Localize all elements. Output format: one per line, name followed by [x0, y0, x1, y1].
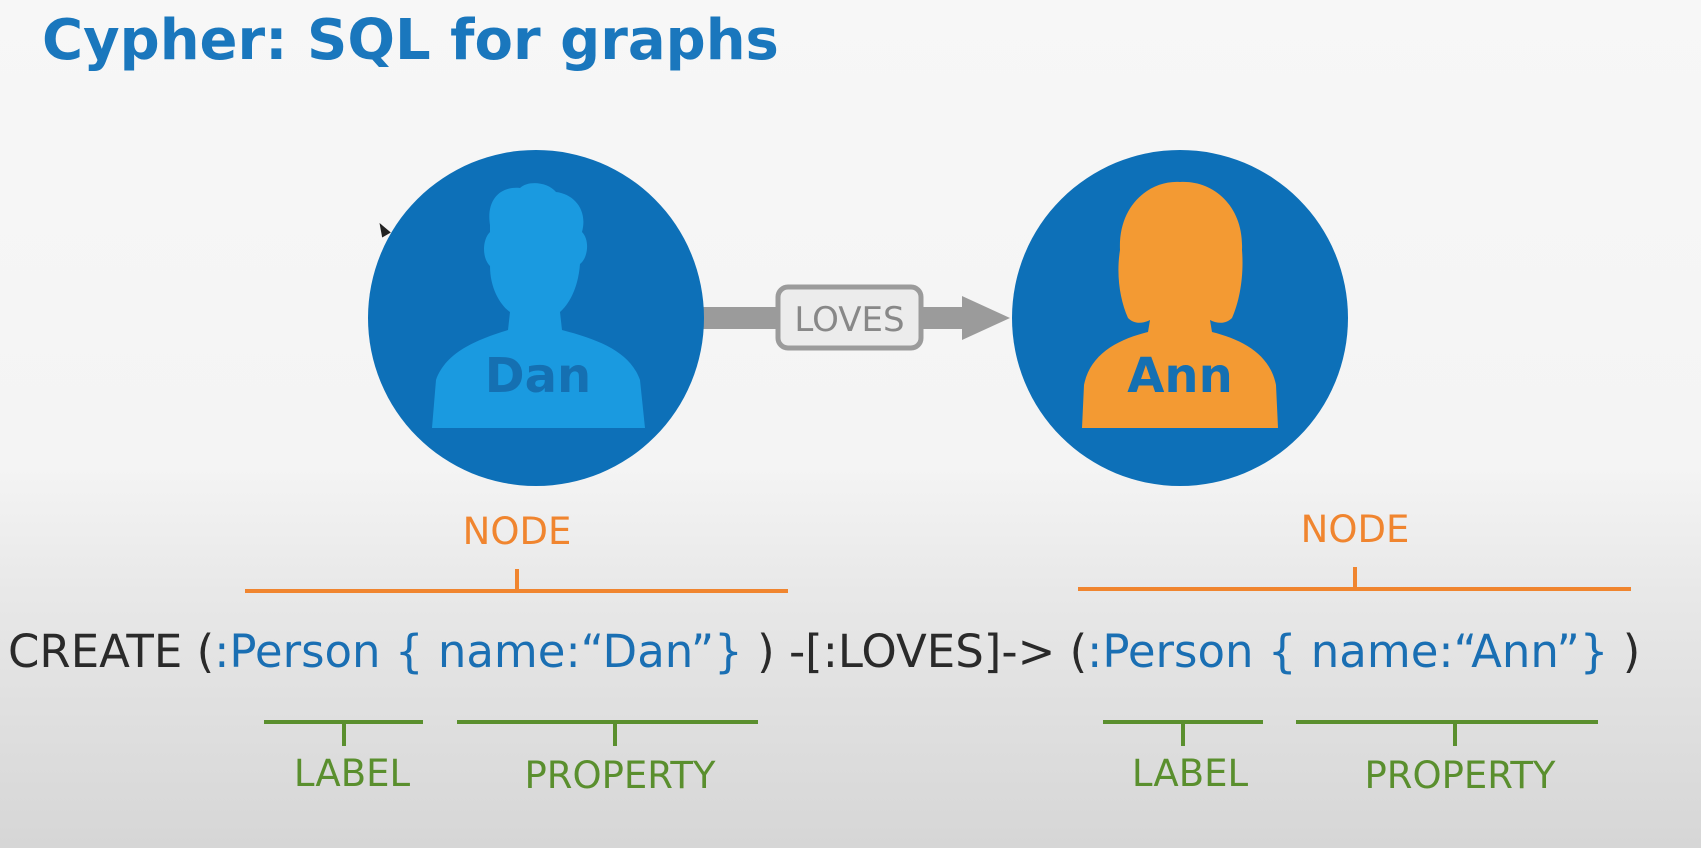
node-bracket-2: [1078, 567, 1631, 591]
relationship-label-box: [775, 284, 924, 351]
node-bracket-1: [245, 569, 788, 593]
node-dan: Dan: [368, 150, 704, 486]
label-bracket-2: [1103, 720, 1263, 746]
open-paren: (: [196, 625, 215, 678]
close-paren: ): [757, 625, 775, 678]
node-annotation-2: NODE: [1300, 508, 1410, 551]
label-annotation-1: LABEL: [293, 752, 411, 795]
relationship-token: -[:LOVES]->: [774, 625, 1070, 678]
open-paren: (: [1069, 625, 1088, 678]
property-annotation-2: PROPERTY: [1364, 754, 1556, 797]
person-silhouette-icon: [1082, 181, 1278, 428]
person-silhouette-icon: [432, 183, 645, 428]
property-annotation-1: PROPERTY: [524, 754, 716, 797]
label-annotation-2: LABEL: [1131, 752, 1249, 795]
cypher-query: CREATE (:Person { name:“Dan”} ) -[:LOVES…: [8, 622, 1701, 682]
relationship-label: LOVES: [794, 300, 904, 340]
create-keyword: CREATE: [8, 625, 197, 678]
close-paren: ): [1622, 625, 1641, 678]
property-bracket-1: [457, 720, 758, 746]
label-token-2: :Person: [1087, 625, 1254, 678]
property-token-1: { name:“Dan”}: [380, 625, 758, 678]
page-title: Cypher: SQL for graphs: [42, 8, 779, 73]
node-name-dan: Dan: [485, 348, 591, 404]
label-bracket-1: [264, 720, 423, 746]
label-token-1: :Person: [214, 625, 381, 678]
node-name-ann: Ann: [1127, 348, 1233, 404]
node-ann: Ann: [1012, 150, 1348, 486]
node-annotation-1: NODE: [462, 510, 572, 553]
property-token-2: { name:“Ann”}: [1253, 625, 1623, 678]
property-bracket-2: [1296, 720, 1598, 746]
relationship-arrow: LOVES: [700, 284, 1010, 351]
